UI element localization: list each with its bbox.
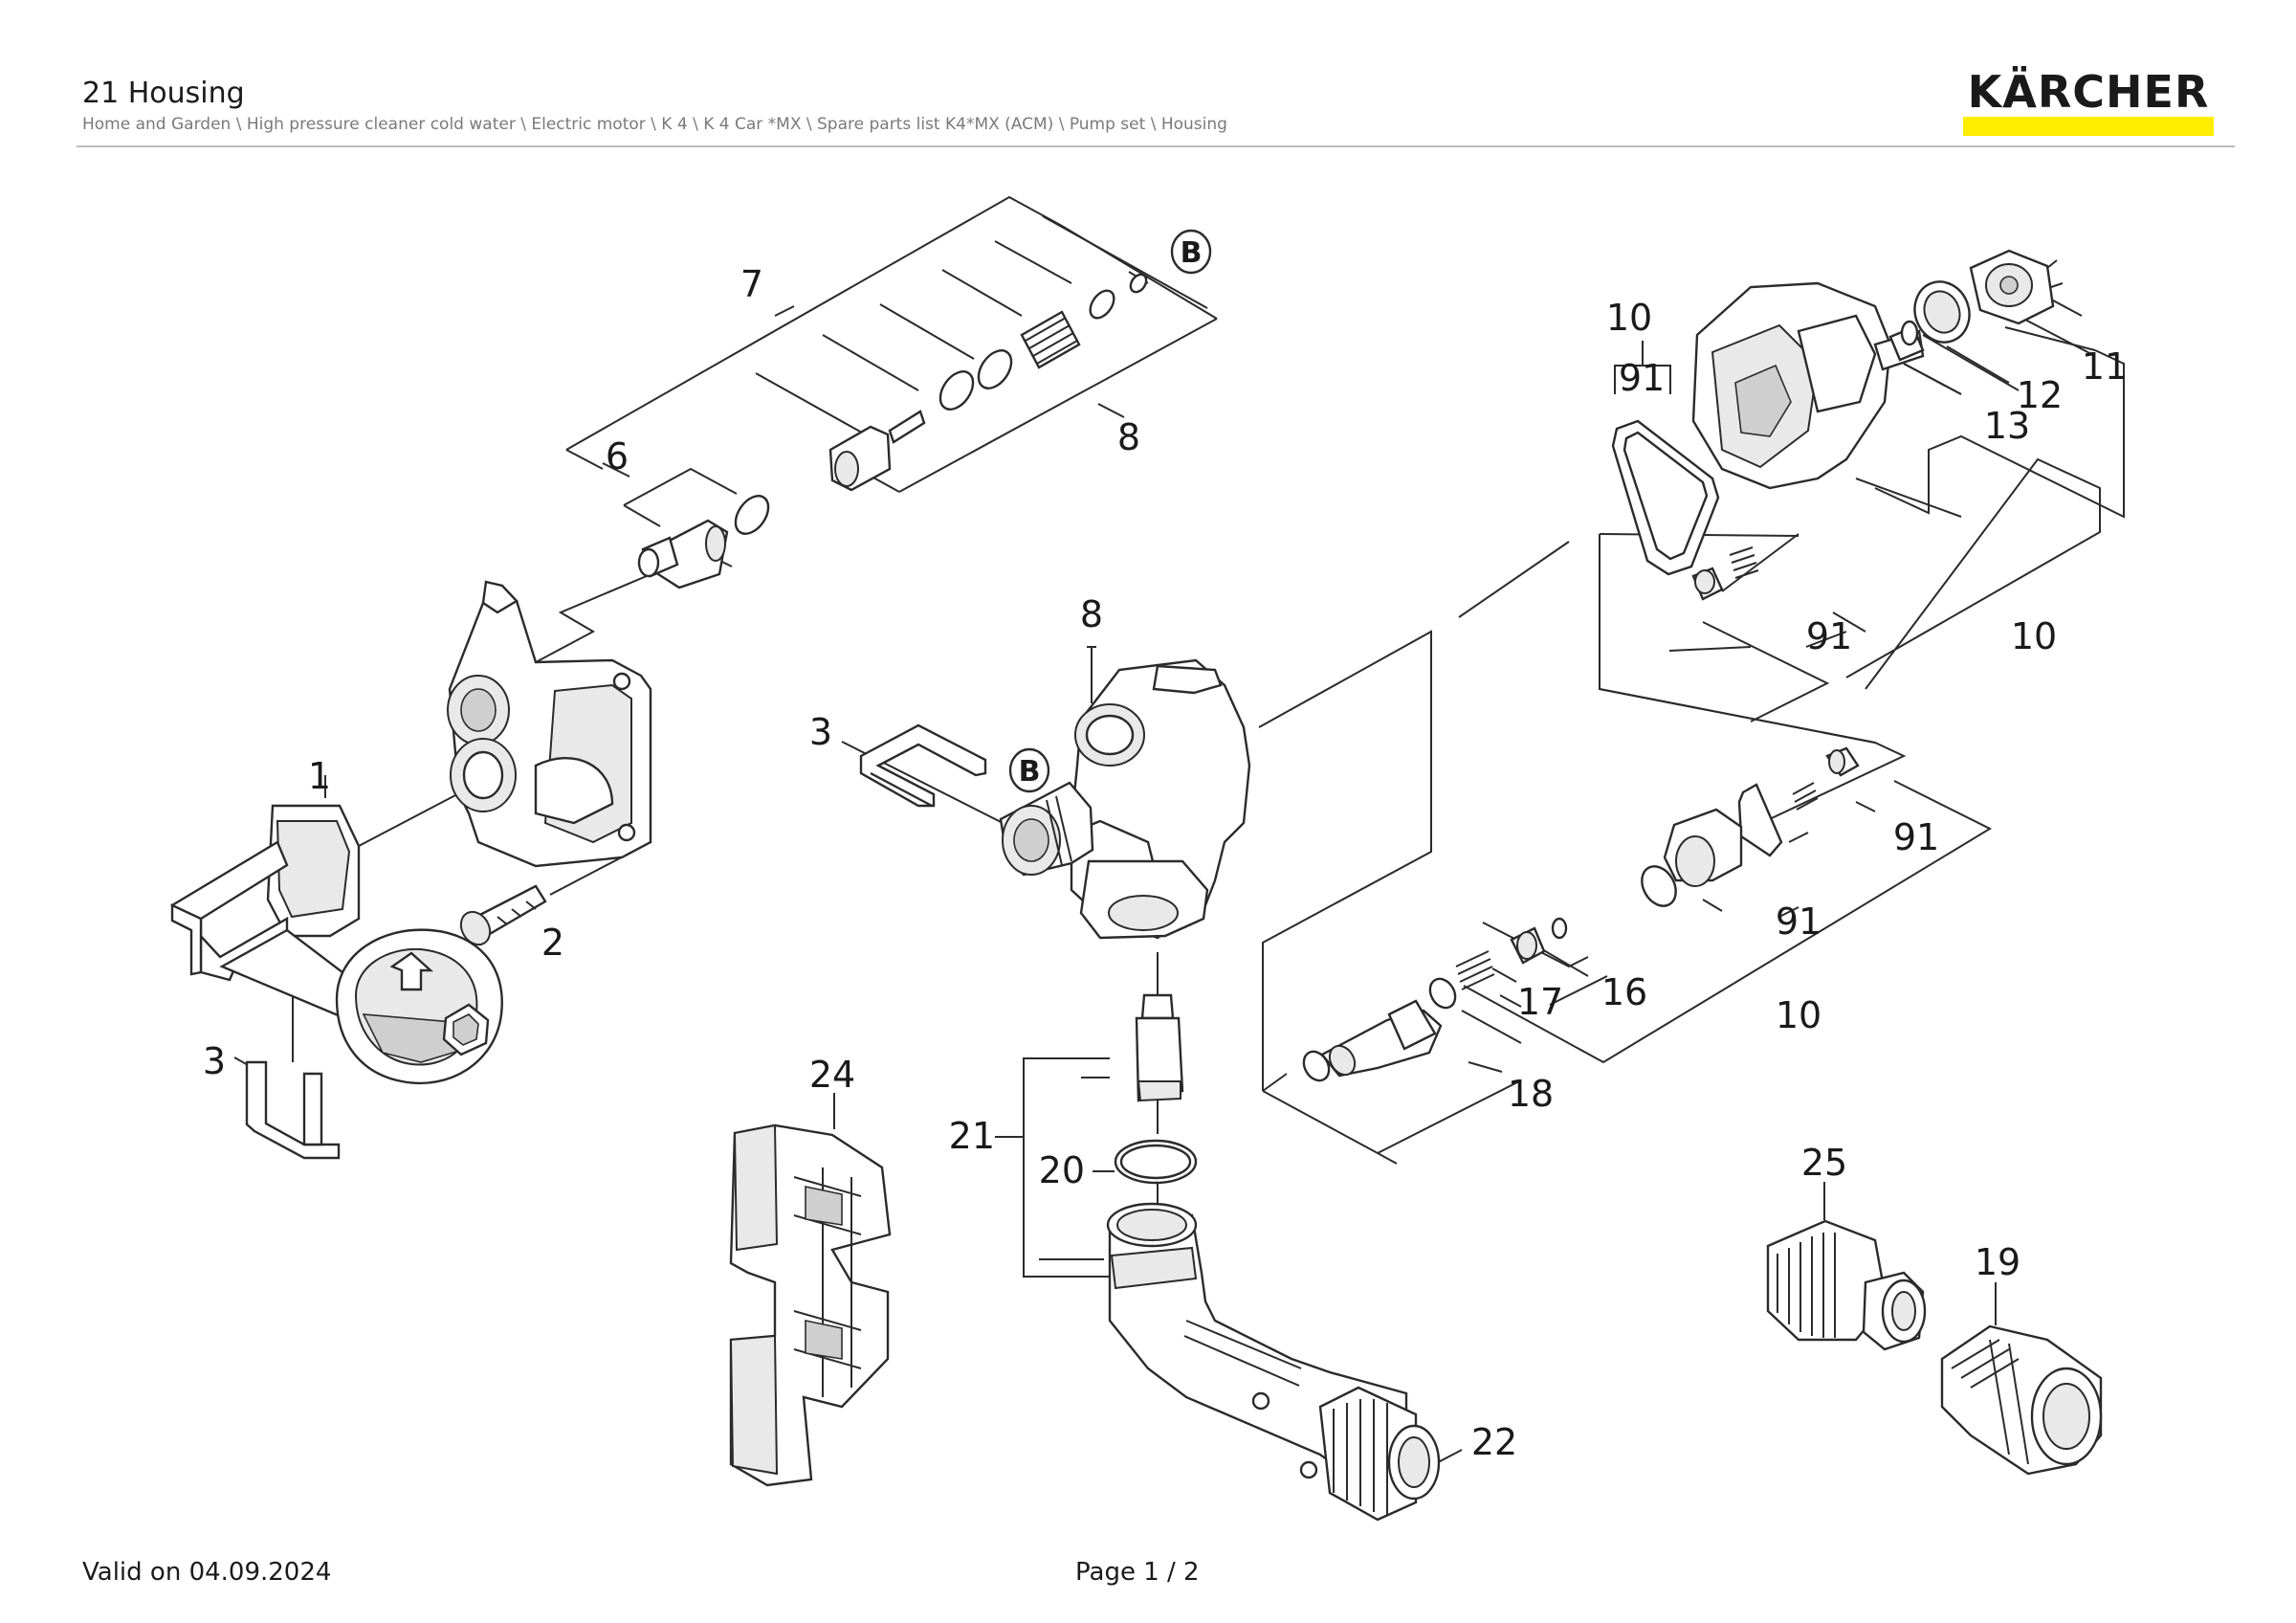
breadcrumb: Home and Garden \ High pressure cleaner … <box>82 115 1227 134</box>
callout-6: 6 <box>606 435 629 478</box>
callout-24: 24 <box>809 1054 855 1096</box>
part-1-pump-housing <box>447 580 652 868</box>
callout-12: 12 <box>2017 374 2063 416</box>
callout-20: 20 <box>1039 1149 1085 1191</box>
callout-3-left: 3 <box>203 1040 226 1082</box>
part-11-cap <box>1969 249 2064 325</box>
callout-8-top: 8 <box>1117 416 1140 458</box>
part-valve-body <box>999 658 1251 940</box>
leader-lines <box>233 195 2125 1470</box>
callout-19: 19 <box>1975 1241 2020 1283</box>
callout-8-middle: 8 <box>1080 593 1103 635</box>
callout-16: 16 <box>1601 971 1647 1013</box>
marker-b-top: B <box>1170 229 1212 275</box>
part-18-plunger <box>1302 999 1443 1082</box>
part-24-bracket <box>729 1123 892 1487</box>
part-12-ring <box>1913 280 1971 344</box>
callout-7: 7 <box>740 263 763 305</box>
parts <box>170 249 2103 1522</box>
callout-18: 18 <box>1508 1073 1554 1115</box>
marker-b-top-letter: B <box>1181 236 1203 270</box>
marker-b-middle: B <box>1008 747 1050 793</box>
callout-1: 1 <box>308 755 331 797</box>
reference-markers: B B <box>1008 229 1212 793</box>
part-2-screw <box>459 884 547 946</box>
part-o-ring-small <box>1428 977 1457 1010</box>
part-piston-housing <box>170 804 503 1085</box>
part-25-connector <box>1766 1219 1927 1351</box>
callout-2: 2 <box>541 922 564 964</box>
part-91-valve-mid <box>1641 746 1860 907</box>
part-21-nipple <box>1135 993 1184 1102</box>
part-17-spring <box>1455 950 1495 990</box>
callout-91-top: 91 <box>1619 357 1665 399</box>
part-16-seat <box>1510 917 1568 965</box>
part-19-coupling <box>1940 1324 2103 1476</box>
logo-accent-bar <box>1963 117 2214 136</box>
part-21-elbow <box>1106 1202 1441 1522</box>
header-divider <box>77 145 2235 147</box>
logo-wordmark: KÄRCHER <box>1967 66 2210 118</box>
callout-22: 22 <box>1471 1421 1517 1463</box>
callout-10-top: 10 <box>1606 297 1652 339</box>
valid-date: Valid on 04.09.2024 <box>82 1558 332 1587</box>
callout-25: 25 <box>1801 1142 1847 1184</box>
part-10-cylinder-head <box>1691 281 1925 490</box>
callout-91-right: 91 <box>1893 816 1939 858</box>
callout-11: 11 <box>2082 345 2128 388</box>
callout-10-lower: 10 <box>1776 994 1821 1036</box>
callout-91-upper: 91 <box>1806 615 1852 657</box>
part-7-valve-parts <box>828 273 1148 492</box>
part-13-screw <box>1888 320 1925 362</box>
part-91-seal-top <box>1611 419 1720 576</box>
callout-17: 17 <box>1517 981 1563 1023</box>
callout-labels: 1 2 3 3 6 7 8 8 10 91 91 10 11 12 13 91 … <box>203 263 2128 1463</box>
callout-13: 13 <box>1984 405 2030 447</box>
marker-b-middle-letter: B <box>1019 755 1041 789</box>
page-title: 21 Housing <box>82 77 245 110</box>
brand-logo: KÄRCHER <box>1963 67 2214 136</box>
callout-10-upper: 10 <box>2011 615 2057 657</box>
part-91-valve-top <box>1691 546 1759 601</box>
page-number: Page 1 / 2 <box>1075 1558 1200 1587</box>
callout-3-middle: 3 <box>809 711 832 753</box>
callout-91-lower: 91 <box>1776 900 1821 943</box>
part-6-valve <box>637 495 770 589</box>
part-3-clip-left <box>245 1060 341 1160</box>
part-20-o-ring <box>1114 1139 1198 1185</box>
part-3-clip-middle <box>859 723 987 808</box>
callout-21: 21 <box>949 1115 995 1157</box>
